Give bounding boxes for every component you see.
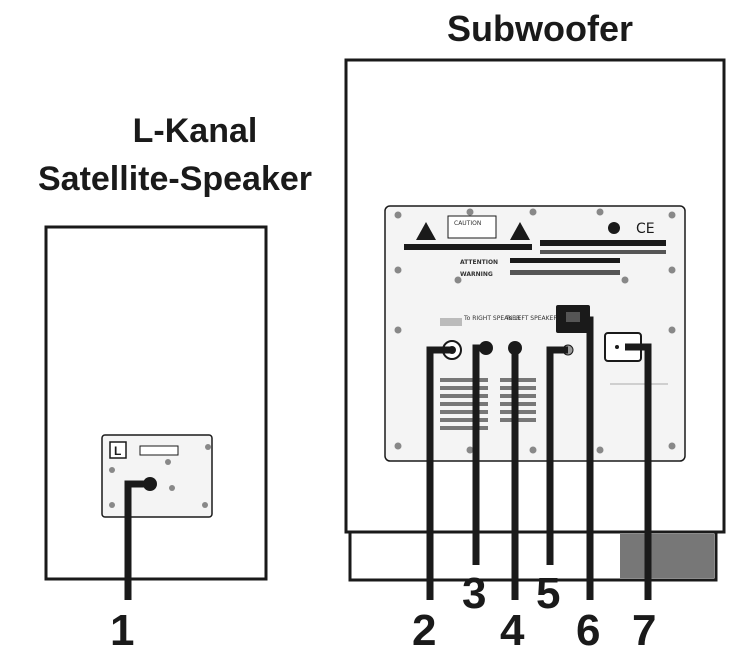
power-switch-6-rocker xyxy=(566,312,580,322)
callout-number-7: 7 xyxy=(632,606,656,654)
panel-screw xyxy=(596,208,604,216)
spec-line xyxy=(440,378,488,382)
satellite-screw-2 xyxy=(205,444,211,450)
satellite-screw-5 xyxy=(165,459,171,465)
spec-line xyxy=(440,410,488,414)
spec-line xyxy=(440,426,488,430)
warning-strip-2 xyxy=(540,240,666,246)
channel-badge xyxy=(109,441,127,459)
spec-line xyxy=(440,418,488,422)
caution-box xyxy=(447,215,497,239)
satellite-title-line1: L-Kanal xyxy=(132,112,258,150)
panel-screw xyxy=(466,208,474,216)
panel-screw xyxy=(529,208,537,216)
connector-label-2 xyxy=(440,318,462,326)
callout-number-6: 6 xyxy=(576,606,600,654)
panel-screw xyxy=(394,326,402,334)
caution-text: CAUTION xyxy=(454,220,481,227)
callout-number-2: 2 xyxy=(412,606,436,654)
panel-screw xyxy=(394,266,402,274)
logo-icon xyxy=(608,222,620,234)
callout-line-7 xyxy=(625,343,652,600)
panel-screw xyxy=(621,276,629,284)
callout-line-1 xyxy=(124,480,150,600)
power-socket-7-pin-a xyxy=(615,345,619,349)
satellite-label-strip xyxy=(139,445,179,456)
satellite-title-line2: Satellite-Speaker xyxy=(37,160,313,198)
warning-strip-3 xyxy=(540,250,666,254)
channel-badge-label: L xyxy=(114,444,121,458)
panel-screw xyxy=(394,211,402,219)
satellite-cabinet xyxy=(44,225,268,581)
callout-line-3 xyxy=(472,344,486,565)
attention-strip xyxy=(510,258,620,263)
panel-screw xyxy=(394,442,402,450)
connector-label-3: To RIGHT SPEAKER xyxy=(463,315,520,322)
warning-strip-4 xyxy=(510,270,620,275)
callout-line-2 xyxy=(426,346,452,600)
panel-screw xyxy=(668,326,676,334)
subwoofer-base-shadow xyxy=(620,534,714,578)
callout-line-5 xyxy=(546,346,568,565)
panel-screw xyxy=(454,276,462,284)
satellite-screw-1 xyxy=(109,467,115,473)
callout-number-3: 3 xyxy=(462,569,486,618)
spec-line xyxy=(440,394,488,398)
panel-screw xyxy=(668,266,676,274)
callout-number-5: 5 xyxy=(536,569,560,618)
panel-screw xyxy=(668,211,676,219)
spec-line xyxy=(440,402,488,406)
attention-text: ATTENTION xyxy=(460,259,498,266)
panel-screws xyxy=(394,208,676,454)
panel-screw xyxy=(466,446,474,454)
satellite-screw-6 xyxy=(169,485,175,491)
satellite-screw-4 xyxy=(202,502,208,508)
callout-number-1: 1 xyxy=(110,606,134,654)
warning-triangle-right-icon xyxy=(510,222,530,240)
connector-label-4: To LEFT SPEAKER xyxy=(505,315,558,322)
callout-number-4: 4 xyxy=(500,606,525,654)
callout-line-6 xyxy=(580,316,594,600)
warning-strip-1 xyxy=(404,244,532,250)
warning-triangle-left-icon xyxy=(416,222,436,240)
satellite-screw-3 xyxy=(109,502,115,508)
panel-screw xyxy=(668,442,676,450)
panel-screw xyxy=(529,446,537,454)
subwoofer-title: Subwoofer xyxy=(447,8,633,49)
spec-line xyxy=(440,386,488,390)
warning-text: WARNING xyxy=(460,271,493,278)
ce-mark-icon: CE xyxy=(636,221,655,237)
panel-screw xyxy=(596,446,604,454)
